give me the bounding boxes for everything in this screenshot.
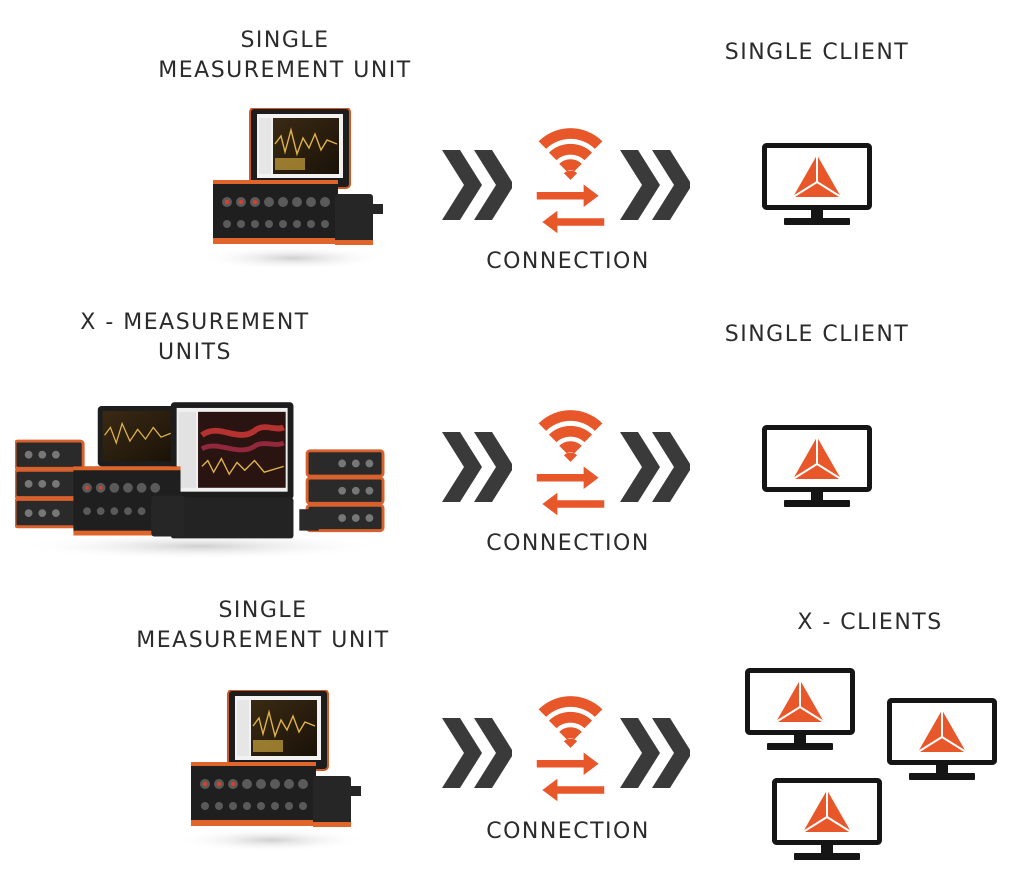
wifi-arrows-icon: [533, 400, 608, 518]
chevron-right-icon: [620, 718, 690, 788]
row2-client-label: SINGLE CLIENT: [724, 322, 910, 347]
chevron-right-icon: [442, 150, 512, 220]
wifi-arrows-icon: [533, 686, 608, 804]
monitor-icon: [762, 143, 872, 227]
multiple-measurement-devices-icon: [15, 402, 385, 558]
row3-client-label: X - CLIENTS: [797, 610, 943, 635]
row1-connection-label: CONNECTION: [486, 249, 650, 274]
chevron-right-icon: [442, 432, 512, 502]
monitor-icon: [762, 425, 872, 509]
row2-source-label: X - MEASUREMENT UNITS: [80, 310, 310, 365]
row3-source-label: SINGLE MEASUREMENT UNIT: [136, 598, 390, 653]
single-measurement-device-icon: [183, 690, 363, 850]
row1-client-label: SINGLE CLIENT: [724, 40, 910, 65]
row3-connection-label: CONNECTION: [486, 819, 650, 844]
chevron-right-icon: [620, 150, 690, 220]
chevron-right-icon: [620, 432, 690, 502]
single-measurement-device-icon: [205, 108, 385, 268]
row1-source-label: SINGLE MEASUREMENT UNIT: [158, 28, 412, 83]
wifi-arrows-icon: [533, 118, 608, 236]
monitor-icon: [887, 698, 997, 782]
chevron-right-icon: [442, 718, 512, 788]
row2-connection-label: CONNECTION: [486, 531, 650, 556]
monitor-icon: [772, 778, 882, 862]
monitor-icon: [745, 668, 855, 752]
